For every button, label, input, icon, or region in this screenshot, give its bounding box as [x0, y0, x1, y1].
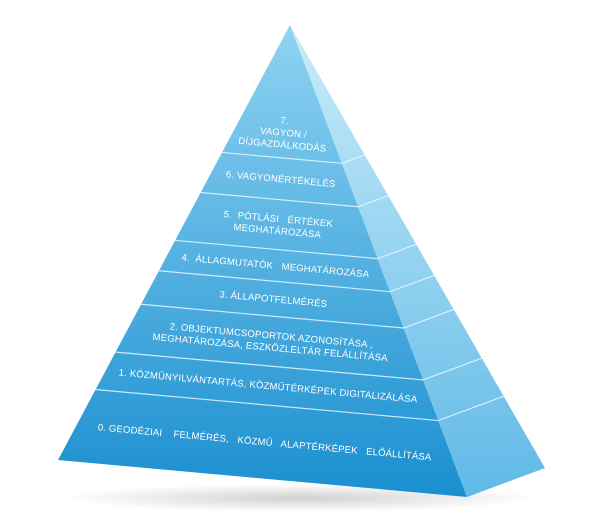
level-divider	[141, 303, 454, 329]
level-divider	[95, 388, 504, 422]
level-divider	[221, 151, 365, 164]
pyramid-front-face	[58, 25, 467, 497]
pyramid-side-face	[290, 25, 545, 497]
level-dividers	[95, 151, 504, 422]
level-label-line: 7.	[280, 115, 289, 127]
level-divider	[175, 239, 417, 260]
level-divider	[158, 270, 435, 293]
level-divider	[115, 351, 482, 381]
level-label-line: VAGYON /	[260, 126, 308, 141]
level-divider	[200, 191, 389, 208]
